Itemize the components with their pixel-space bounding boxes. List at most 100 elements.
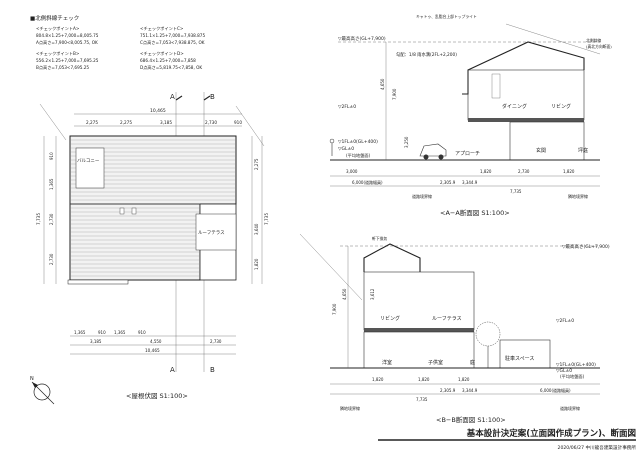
bb-dim-mid: 2,305.9 — [440, 388, 456, 393]
person-figure-icon — [329, 138, 335, 156]
check-d-calc: 686.4×1.25+7,000=7,858 — [140, 58, 196, 63]
tree-icon — [475, 321, 501, 368]
aa-road-boundary: 道路境界線 — [412, 193, 432, 199]
roof-terrace — [195, 213, 237, 251]
aa-living: リビング — [551, 103, 571, 110]
dim-top-1: 2,275 — [120, 120, 132, 125]
bb-road-width: 6,000(道路幅員) — [540, 387, 571, 393]
aa-floor-slab — [468, 118, 584, 122]
aa-max-height: ▽最高高さ(GL+7,900) — [338, 35, 386, 42]
section-mark-a-bottom: A — [170, 366, 175, 374]
bb-height-2: 3,612 — [370, 288, 375, 300]
aa-height-0: 4,650 — [380, 78, 385, 90]
aa-dim-2: 2,730 — [518, 169, 530, 174]
aa-road-width: 6,000(道路幅員) — [352, 179, 383, 185]
aa-note-top: キャトゥ、乱脂台上部トップライト — [416, 14, 477, 19]
dim-top-total: 10,465 — [150, 108, 166, 114]
dim-right-0: 2,275 — [254, 158, 259, 170]
check-a-label: <チェックポイントA> — [36, 25, 80, 32]
date-office: 2020/06/27 中川龍吾建築設計事務所 — [558, 444, 637, 451]
bb-dim-0: 1,820 — [372, 377, 384, 382]
bb-fl1: ▽1FL±0(GL+400) — [556, 362, 596, 368]
check-c-calc: 751.1×1.25+7,000=7,938.875 — [140, 33, 205, 38]
bb-height-1: 7,900 — [332, 303, 337, 315]
bb-setback-line — [299, 233, 363, 301]
bb-avg-ground: (平均地盤面) — [560, 373, 585, 380]
aa-avg-ground: (平均地盤面) — [346, 152, 371, 159]
dim-top-0: 2,275 — [86, 120, 98, 125]
check-d-label: <チェックポイントD> — [140, 50, 184, 57]
section-bb-caption: <B−B断面図 S1:100> — [436, 415, 506, 424]
north-setback-check: ■北側斜線チェック <チェックポイントA> 804.8×1.25+7,000=8… — [30, 14, 205, 71]
dim-left-2: 2,730 — [49, 213, 54, 225]
aa-dim-mid-2: 3,344.9 — [462, 180, 478, 185]
dim-left-0: 910 — [49, 152, 54, 160]
dim-bottom-2: 1,365 — [114, 330, 126, 335]
sheet-title: 基本設計決定案(立面図作成プラン)、断面図 — [466, 428, 636, 439]
dim-bottom2-1: 4,550 — [150, 339, 162, 344]
aa-height-1: 7,900 — [392, 88, 397, 100]
bb-fl2: ▽2FL±0 — [556, 318, 574, 324]
dim-bottom-0: 1,365 — [74, 330, 86, 335]
dim-left-total: 7,735 — [36, 213, 41, 225]
dim-top-3: 2,730 — [205, 120, 217, 125]
aa-gl: ▽GL±0 — [338, 146, 354, 152]
bb-max-height: ▽最高高さ(GL+7,900) — [562, 243, 610, 250]
aa-approach: アプローチ — [455, 151, 480, 157]
check-a-calc: 804.8×1.25+7,000=8,005.75 — [36, 33, 99, 38]
svg-text:N: N — [30, 376, 34, 382]
dim-right-2: 1,820 — [254, 258, 259, 270]
bb-kids-room: 子供室 — [428, 359, 443, 366]
bb-road-boundary: 道路境界線 — [560, 405, 580, 411]
aa-height-2: 3,250 — [404, 136, 409, 148]
bb-dim-mid-2: 3,344.9 — [462, 388, 478, 393]
dim-bottom2-2: 2,730 — [210, 339, 222, 344]
aa-dim-0: 3,000 — [346, 169, 358, 174]
aa-garden: 坪庭 — [578, 147, 588, 154]
bb-total: 7,735 — [416, 397, 428, 402]
aa-fl1: ▽1FL±0(GL+400) — [338, 139, 378, 145]
roof-plan: A B A B 10,465 2,275 2,275 3,185 2,730 9… — [30, 92, 269, 405]
check-d-result: D点高さ=5,819.75<7,858, OK — [140, 64, 202, 71]
bb-parking: 駐車スペース — [505, 355, 534, 362]
roof-terrace-label: ルーフテラス — [198, 230, 225, 236]
bb-dim-1: 1,820 — [418, 377, 430, 382]
dim-right-1: 3,640 — [254, 223, 259, 235]
bb-ceiling-note: 軒下換気 — [372, 236, 387, 241]
aa-note-slope: 勾配：1/8 雨水溝(2FL+2,200) — [396, 51, 457, 58]
bb-roof — [363, 243, 421, 272]
check-c-result: C点高さ=7,053<7,938.875, OK — [140, 39, 205, 46]
aa-stair — [491, 73, 501, 99]
aa-dim-3: 1,820 — [563, 169, 575, 174]
dim-bottom-total: 10,465 — [145, 348, 160, 353]
balcony — [75, 147, 105, 189]
bb-garden: 庭 — [470, 359, 475, 366]
bb-floor-slab — [364, 328, 474, 332]
section-mark-a-top: A — [170, 93, 175, 101]
aa-site-boundary: 隣地境界線 — [568, 193, 588, 199]
bb-site-boundary: 隣地境界線 — [340, 405, 360, 411]
check-c-label: <チェックポイントC> — [140, 25, 184, 32]
section-mark-b-top: B — [210, 93, 215, 101]
check-a-result: A点高さ=7,900<8,005.75, OK — [36, 39, 98, 46]
section-bb: ▽最高高さ(GL+7,900) 軒下換気 リビング ルーフテラス 洋室 子供室 … — [299, 233, 610, 424]
roof-outline: バルコニー ルーフテラス — [67, 135, 237, 285]
dim-bottom-1: 910 — [98, 330, 106, 335]
aa-dim-mid: 2,305.9 — [440, 180, 456, 185]
title-block: 基本設計決定案(立面図作成プラン)、断面図 2020/06/27 中川龍吾建築設… — [378, 428, 636, 451]
aa-north-line: 北側斜線 — [586, 38, 601, 43]
aa-entrance: 玄関 — [536, 147, 546, 154]
check-b-calc: 556.2×1.25+7,000=7,695.25 — [36, 58, 99, 63]
aa-setback-line — [505, 23, 601, 55]
aa-fl2: ▽2FL±0 — [338, 104, 356, 110]
bb-dim-2: 1,820 — [458, 377, 470, 382]
check-title: ■北側斜線チェック — [30, 14, 79, 22]
setback-line-left — [39, 103, 67, 141]
bb-height-0: 4,650 — [342, 288, 347, 300]
section-aa-caption: <A−A断面図 S1:100> — [440, 208, 510, 217]
dim-top-small: 910 — [234, 120, 242, 125]
aa-dim-1: 1,820 — [480, 169, 492, 174]
check-b-label: <チェックポイントB> — [36, 50, 80, 57]
bb-main-room: 洋室 — [382, 359, 392, 366]
